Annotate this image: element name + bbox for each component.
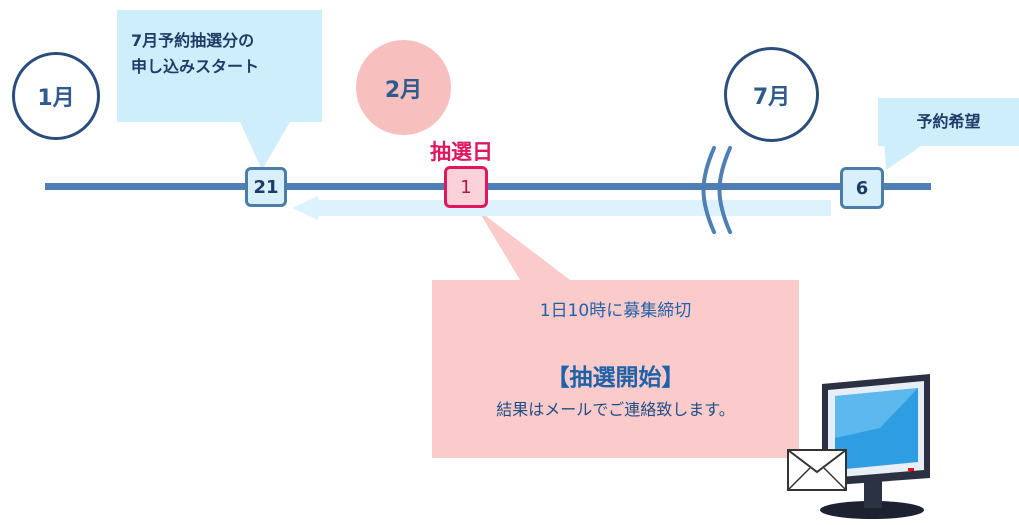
- panel-tail: [478, 210, 570, 280]
- month-february: 2月: [356, 40, 451, 135]
- start-callout-tail: [240, 122, 290, 170]
- result-notice-text: 結果はメールでご連絡致します。: [496, 400, 735, 419]
- day-1-label: 1: [460, 176, 472, 198]
- deadline-text: 1日10時に募集締切: [539, 301, 692, 321]
- timeline-break-icon: [701, 146, 732, 234]
- day-21-label: 21: [253, 176, 279, 198]
- start-callout: 7月予約抽選分の 申し込みスタート: [117, 10, 322, 122]
- lottery-info-panel: 1日10時に募集締切 【抽選開始】 結果はメールでご連絡致します。: [432, 280, 799, 458]
- backward-arrow-head: [292, 196, 318, 220]
- reservation-callout: 予約希望: [878, 98, 1019, 146]
- backward-arrow-shaft: [315, 200, 831, 216]
- lottery-start-heading: 【抽選開始】: [546, 365, 685, 391]
- reservation-callout-label: 予約希望: [916, 112, 981, 131]
- start-callout-line2: 申し込みスタート: [131, 57, 260, 76]
- day-6-label: 6: [855, 177, 869, 199]
- month-july: 7月: [724, 47, 819, 142]
- month-july-label: 7月: [752, 84, 791, 110]
- monitor-with-envelope-icon: [787, 374, 930, 519]
- month-february-label: 2月: [384, 77, 423, 103]
- month-january-label: 1月: [37, 86, 75, 111]
- timeline-line: [45, 183, 931, 190]
- day-1-box: 1: [444, 166, 488, 208]
- day-21-box: 21: [245, 167, 287, 207]
- lottery-day-label: 抽選日: [430, 140, 493, 164]
- month-january: 1月: [12, 52, 100, 140]
- reservation-callout-tail: [884, 140, 930, 170]
- day-6-box: 6: [840, 167, 884, 209]
- start-callout-line1: 7月予約抽選分の: [131, 31, 255, 50]
